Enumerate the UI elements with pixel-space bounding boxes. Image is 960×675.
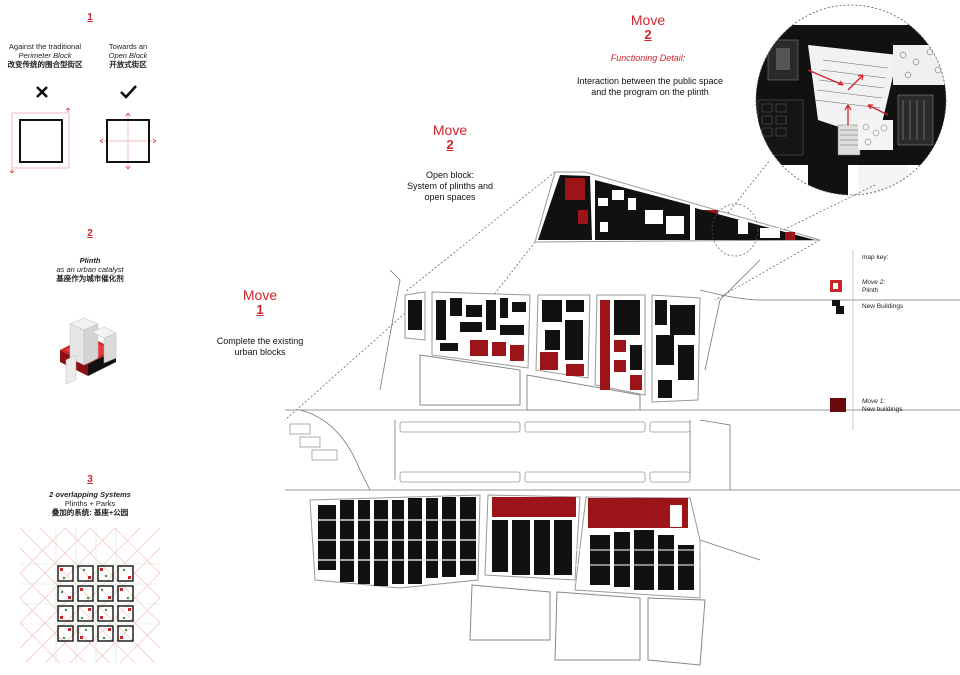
against-caption: Against the traditional Perimeter Block …	[0, 42, 90, 69]
plinth-markers	[60, 568, 131, 639]
overlapping-systems-grid	[20, 528, 160, 663]
move2-zoom-strip	[534, 171, 821, 257]
move2-open-desc-line3: open spaces	[424, 192, 476, 202]
key-swatch-plinth	[830, 280, 842, 292]
systems-cn: 叠加的系统: 基座+公园	[51, 508, 129, 517]
detail-focus-marker	[711, 203, 759, 257]
map-key-item-move1: Move 1: New buildings	[862, 398, 902, 414]
move2-open-word: Move	[432, 122, 468, 138]
move2-detail-description: Interaction between the public space and…	[560, 76, 740, 98]
green-orthogonal-system	[20, 528, 160, 663]
plinth-subtitle: as an urban catalyst	[56, 265, 124, 274]
move2-detail-subtitle: Functioning Detail:	[610, 53, 686, 63]
park-markers	[60, 568, 130, 640]
map-key-title: map key:	[862, 254, 889, 261]
check-icon	[120, 85, 137, 99]
step3-number: 3	[87, 474, 93, 485]
move2-detail-word: Move	[630, 12, 666, 28]
against-en-2: Perimeter Block	[18, 51, 72, 60]
move2-detail-desc-line2: and the program on the plinth	[591, 87, 709, 97]
map-key-item-plinth-line1: Move 2:	[862, 279, 886, 286]
move2-open-desc-line1: Open block:	[425, 170, 475, 180]
move2-open-label: Move 2	[415, 123, 485, 152]
move2-detail-number: 2	[644, 27, 652, 42]
step1-number: 1	[87, 12, 93, 23]
plinth-title: Plinth	[79, 256, 101, 265]
towards-en-2: Open Block	[108, 51, 148, 60]
against-cn: 改变传统的围合型街区	[7, 60, 83, 69]
move1-number: 1	[256, 302, 264, 317]
northern-urban-blocks	[404, 291, 701, 403]
central-boulevard	[289, 421, 691, 483]
map-key-item-move1-line2: New buildings	[862, 406, 903, 413]
systems-caption: 2 overlapping Systems Plinths + Parks 叠加…	[20, 490, 160, 517]
map-key-item-move1-line1: Move 1:	[862, 398, 886, 405]
cross-icon	[36, 86, 48, 98]
move2-detail-label: Move 2	[613, 13, 683, 42]
move2-open-desc-line2: System of plinths and	[406, 181, 494, 191]
key-swatch-move1	[830, 398, 846, 412]
systems-subtitle: Plinths + Parks	[64, 499, 116, 508]
map-key-item-plinth: Move 2: Plinth	[862, 279, 885, 295]
move2-open-description: Open block: System of plinths and open s…	[380, 170, 520, 203]
move2-open-number: 2	[446, 137, 454, 152]
against-en-1: Against the traditional	[8, 42, 82, 51]
perimeter-block-icon	[9, 107, 71, 174]
move1-desc-line1: Complete the existing	[216, 336, 304, 346]
open-block-icon	[99, 112, 157, 170]
move2-detail-desc-line1: Interaction between the public space	[576, 76, 724, 86]
detail-plan	[756, 5, 946, 195]
move1-desc-line2: urban blocks	[234, 347, 286, 357]
towards-cn: 开放式街区	[109, 60, 147, 69]
move1-label: Move 1	[225, 288, 295, 317]
plinth-caption: Plinth as an urban catalyst 基座作为城市催化剂	[30, 256, 150, 283]
plinth-isometric	[60, 317, 117, 385]
systems-title: 2 overlapping Systems	[49, 490, 131, 499]
towards-caption: Towards an Open Block 开放式街区	[88, 42, 168, 69]
move1-description: Complete the existing urban blocks	[195, 336, 325, 358]
plinth-cn: 基座作为城市催化剂	[56, 274, 124, 283]
step2-number: 2	[87, 228, 93, 239]
plinth-blocks	[57, 565, 134, 642]
map-key-panel	[830, 250, 854, 430]
map-key-item-plinth-line2: Plinth	[862, 287, 879, 294]
empty-blocks	[419, 354, 706, 666]
move1-word: Move	[242, 287, 278, 303]
block-type-diagram	[9, 85, 157, 174]
southern-urban-blocks	[309, 494, 701, 599]
detail-circle-outline	[755, 4, 947, 196]
interaction-arrows	[807, 69, 889, 125]
key-swatch-new-buildings	[832, 300, 844, 314]
towards-en-1: Towards an	[108, 42, 148, 51]
map-key-item-new-buildings: New Buildings	[862, 303, 904, 310]
functioning-detail-circle	[755, 4, 947, 196]
